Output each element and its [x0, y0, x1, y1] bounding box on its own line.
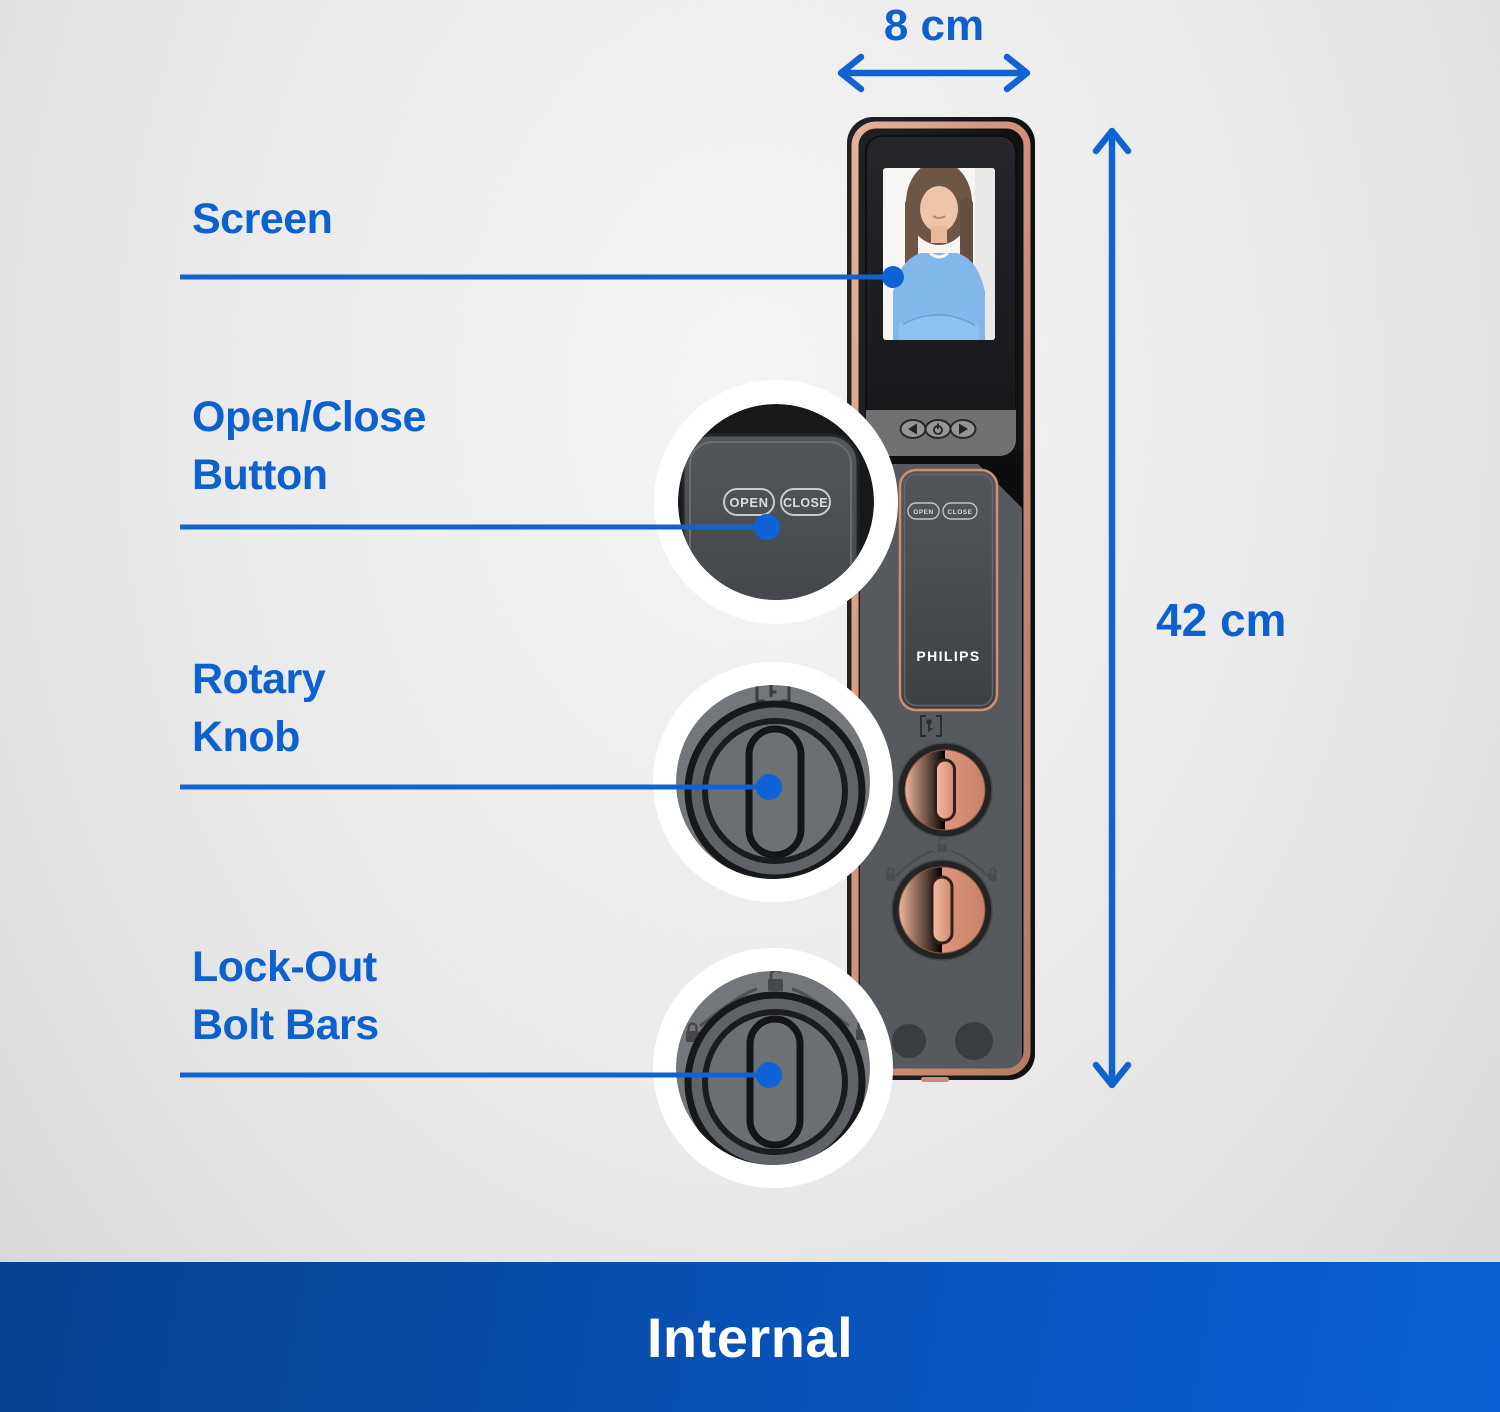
device-close-label: CLOSE: [948, 509, 973, 516]
left-arrow-icon: [908, 423, 917, 435]
unlock-icon-small: [937, 837, 947, 852]
open-close-label-line2: Button: [192, 451, 328, 499]
battery-panel: OPEN CLOSE PHILIPS: [898, 468, 999, 712]
device-open-label: OPEN: [913, 509, 933, 516]
height-dimension-arrow: [1092, 127, 1132, 1089]
rotary-label-line1: Rotary: [192, 655, 326, 703]
lock-icon-left-small: [886, 867, 895, 881]
bottom-right-button: [955, 1022, 993, 1060]
lock-icon-right-small: [988, 867, 997, 881]
device-open-button: [907, 502, 940, 520]
device-close-button: [942, 502, 978, 520]
unlock-icon-magnified: [768, 971, 783, 991]
rotary-dot: [756, 774, 782, 800]
rotary-label-line2: Knob: [192, 713, 300, 761]
knob-grip: [934, 758, 956, 822]
callout-open-label: OPEN: [729, 495, 768, 510]
lockout-knob-grip: [930, 875, 954, 945]
lockout-arc: [892, 849, 992, 880]
key-icon-magnified: [755, 685, 791, 703]
lockout-knob: [891, 859, 993, 961]
copper-frame: [851, 121, 1031, 1076]
visitor-photo: [893, 168, 985, 340]
height-dimension-label: 42 cm: [1156, 594, 1287, 646]
bottom-left-button: [892, 1024, 926, 1058]
callout-open-close: OPEN CLOSE: [654, 380, 898, 624]
bottom-notch: [921, 1077, 949, 1082]
power-icon: [933, 423, 943, 435]
connector-lines: [180, 274, 893, 1078]
width-dimension-label: 8 cm: [883, 1, 985, 50]
smart-lock-device: OPEN CLOSE PHILIPS: [847, 117, 1035, 1082]
connector-dots: [754, 266, 904, 1088]
callout-open-button: [723, 488, 775, 516]
screen-dot: [882, 266, 904, 288]
key-icon: [920, 715, 942, 737]
nav-buttons: [899, 419, 977, 439]
lockout-label-line1: Lock-Out: [192, 943, 377, 991]
lockout-dot: [756, 1062, 782, 1088]
right-arrow-icon: [959, 423, 968, 435]
open-close-label-line1: Open/Close: [192, 393, 426, 441]
lockout-label-line2: Bolt Bars: [192, 1001, 379, 1049]
internal-banner: Internal: [0, 1262, 1500, 1412]
internal-banner-label: Internal: [646, 1305, 854, 1369]
screen-display: [883, 168, 995, 340]
rotary-knob: [897, 742, 993, 838]
callout-close-button: [780, 488, 831, 516]
screen-label: Screen: [192, 195, 333, 243]
open-close-dot: [754, 514, 780, 540]
width-dimension-arrow: [837, 53, 1031, 93]
brand-logo: PHILIPS: [916, 648, 980, 664]
callout-close-label: CLOSE: [783, 496, 828, 510]
